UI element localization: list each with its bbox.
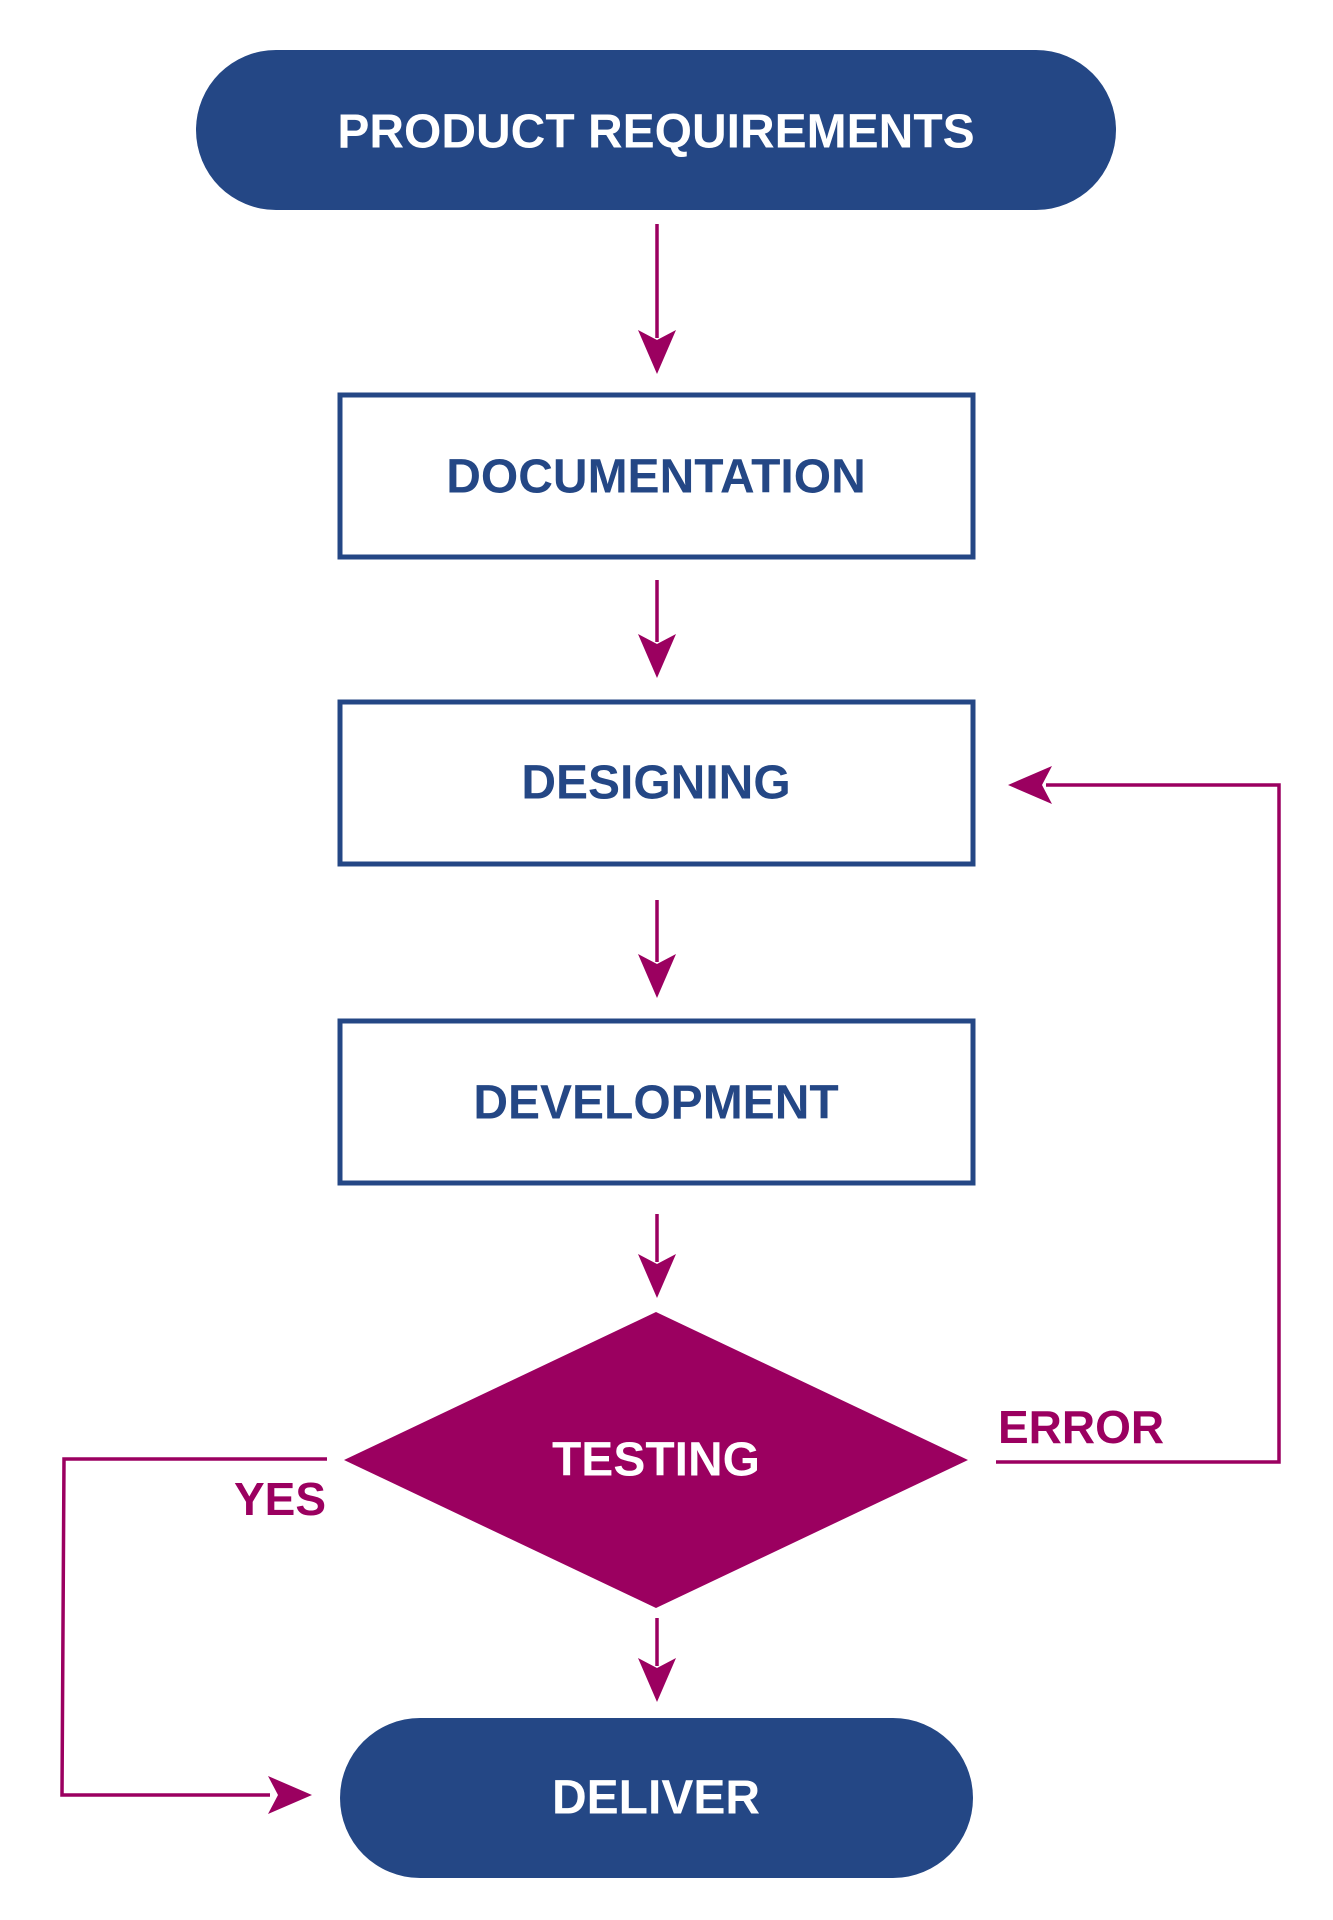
yes-connector: YES: [60, 1457, 327, 1814]
development-shape: [337, 1018, 976, 1186]
deliver-label: DELIVER: [552, 1772, 760, 1825]
node-deliver: DELIVER: [340, 1718, 973, 1878]
product-requirements-shape: [196, 50, 1116, 210]
arrow-designing-to-development: [638, 900, 676, 998]
node-development: DEVELOPMENT: [337, 1018, 976, 1186]
error-label: ERROR: [998, 1401, 1164, 1453]
yes-label: YES: [234, 1473, 326, 1525]
node-documentation: DOCUMENTATION: [337, 392, 976, 560]
node-product-requirements: PRODUCT REQUIREMENTS: [196, 50, 1116, 210]
documentation-label: DOCUMENTATION: [446, 451, 866, 504]
node-testing: TESTING: [344, 1312, 968, 1608]
arrow-requirements-to-documentation: [638, 224, 676, 374]
testing-shape: [344, 1312, 968, 1608]
deliver-shape: [340, 1718, 973, 1878]
designing-shape: [337, 699, 976, 867]
development-label: DEVELOPMENT: [473, 1077, 838, 1130]
arrow-development-to-testing: [638, 1214, 676, 1298]
product-requirements-label: PRODUCT REQUIREMENTS: [337, 106, 974, 159]
error-connector: ERROR: [996, 766, 1281, 1464]
documentation-shape: [337, 392, 976, 560]
designing-label: DESIGNING: [521, 757, 790, 810]
testing-label: TESTING: [552, 1434, 760, 1487]
node-designing: DESIGNING: [337, 699, 976, 867]
arrow-documentation-to-designing: [638, 580, 676, 678]
arrow-testing-to-deliver: [638, 1618, 676, 1702]
